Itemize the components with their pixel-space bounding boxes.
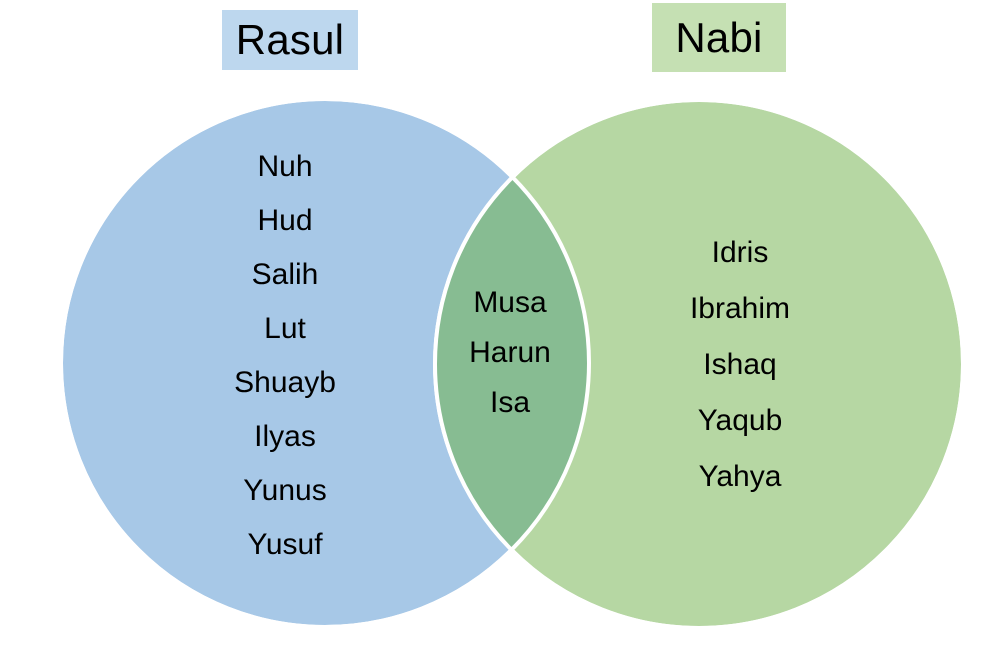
set-label-rasul-text: Rasul	[235, 16, 345, 63]
set-label-rasul: Rasul	[222, 10, 358, 70]
set-label-nabi-text: Nabi	[675, 13, 763, 61]
member-name: Yunus	[243, 474, 327, 507]
circle-nabi-outline	[433, 98, 965, 630]
member-name: Shuayb	[234, 366, 336, 399]
member-name: Yahya	[698, 460, 782, 493]
member-name: Ishaq	[703, 348, 777, 381]
member-name: Salih	[251, 258, 319, 291]
circle-rasul-outline	[59, 97, 591, 629]
member-name: Ilyas	[254, 420, 316, 453]
member-name: Isa	[489, 386, 531, 419]
member-name: Harun	[469, 336, 551, 369]
member-name: Nuh	[257, 150, 313, 183]
set-label-nabi: Nabi	[652, 3, 786, 72]
member-name: Musa	[473, 286, 547, 319]
member-name: Yusuf	[247, 528, 323, 561]
member-name: Lut	[264, 312, 306, 345]
member-name: Yaqub	[697, 404, 783, 437]
member-name: Idris	[711, 236, 769, 269]
member-name: Ibrahim	[689, 292, 791, 325]
member-name: Hud	[257, 204, 313, 237]
